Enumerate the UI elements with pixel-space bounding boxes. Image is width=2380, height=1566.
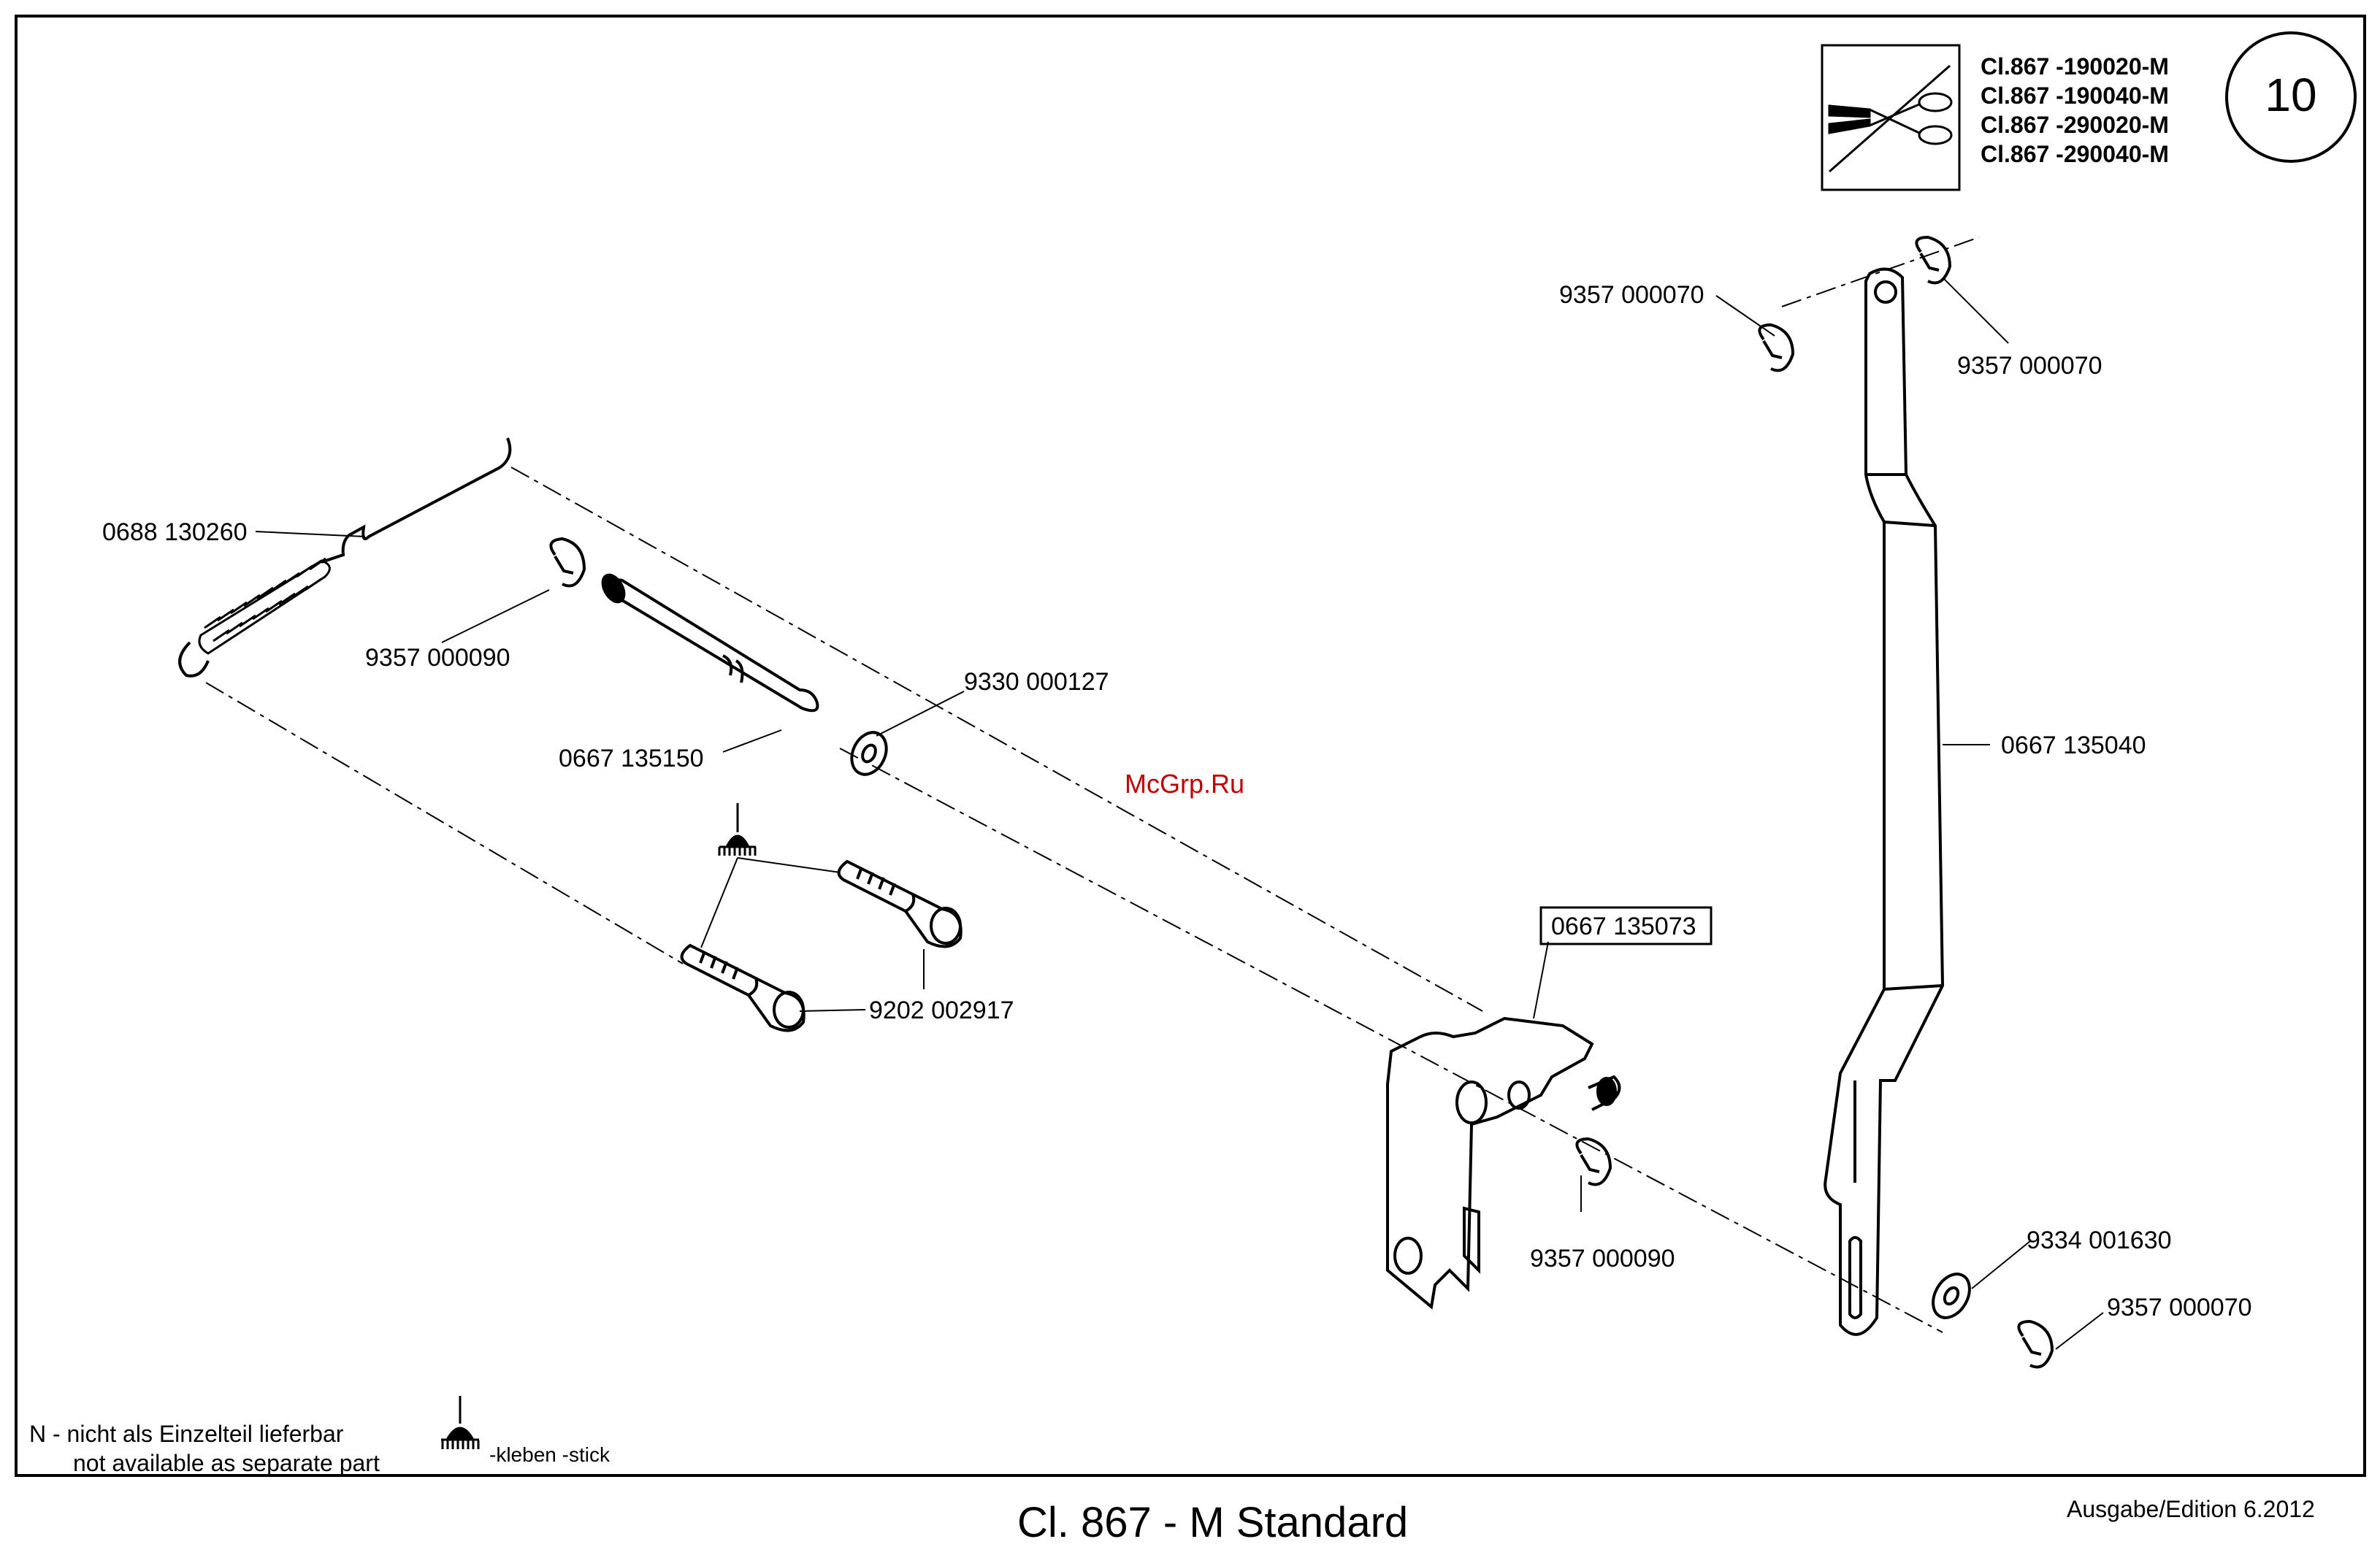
scissors-box: [1821, 44, 1961, 191]
drawing-frame: [15, 15, 2366, 1477]
washer-right-part: [1932, 1273, 1971, 1319]
glue-icon: [718, 803, 757, 856]
model-code-4: Cl.867 -290040-M: [1981, 141, 2169, 167]
page-number-circle: [2225, 31, 2357, 163]
model-code-1: Cl.867 -190020-M: [1981, 53, 2169, 80]
watermark: McGrp.Ru: [1125, 769, 1244, 799]
clip-left-part: [549, 537, 586, 588]
label-clip-bracket: 9357 000090: [1530, 1245, 1675, 1273]
page-number: 10: [2265, 69, 2316, 121]
glue-leader-lines: [700, 857, 841, 948]
model-code-3: Cl.867 -290020-M: [1981, 112, 2169, 138]
label-clip-top-right: 9357 000070: [1957, 352, 2102, 380]
bracket-part: [1386, 1016, 1621, 1310]
label-bracket: 0667 135073: [1551, 913, 1696, 940]
screw-lower-part: [680, 943, 806, 1032]
clip-bottom-right-part: [2017, 1319, 2054, 1369]
label-pin: 0667 135150: [559, 745, 704, 772]
legend-n-line2: not available as separate part: [73, 1450, 380, 1476]
label-leaders: [255, 277, 2104, 1350]
footer-title: Cl. 867 - M Standard: [1017, 1499, 1408, 1546]
label-clip-top-left: 9357 000070: [1559, 281, 1704, 309]
lever-part: [1824, 267, 1945, 1336]
label-screws: 9202 002917: [869, 997, 1014, 1024]
crossed-scissors-icon: [1828, 64, 1953, 173]
label-spring: 0688 130260: [102, 518, 248, 546]
legend-glue-icon: [441, 1396, 480, 1449]
clip-top-left-part: [1758, 323, 1795, 372]
clip-top-right-part: [1915, 235, 1952, 285]
label-clip-left: 9357 000090: [365, 644, 510, 672]
spring-part: [178, 437, 512, 678]
clip-bracket-part: [1575, 1137, 1612, 1186]
header-block: Cl.867 -190020-M Cl.867 -190040-M Cl.867…: [1821, 31, 2357, 191]
bracket-label-box: [1539, 906, 1713, 945]
label-lever: 0667 135040: [2001, 732, 2146, 759]
model-code-2: Cl.867 -190040-M: [1981, 82, 2169, 109]
assembly-lines: [205, 237, 1980, 1333]
footer-edition: Ausgabe/Edition 6.2012: [2067, 1496, 2315, 1522]
pin-part: [601, 573, 819, 713]
washer-left-part: [850, 731, 888, 776]
label-clip-bottom-right: 9357 000070: [2107, 1294, 2252, 1321]
label-washer-right: 9334 001630: [2027, 1227, 2172, 1254]
screw-upper-part: [837, 859, 963, 948]
label-washer-left: 9330 000127: [964, 668, 1109, 696]
legend-n-line1: N - nicht als Einzelteil lieferbar: [29, 1421, 344, 1447]
legend-glue-text: -kleben -stick: [489, 1443, 611, 1466]
